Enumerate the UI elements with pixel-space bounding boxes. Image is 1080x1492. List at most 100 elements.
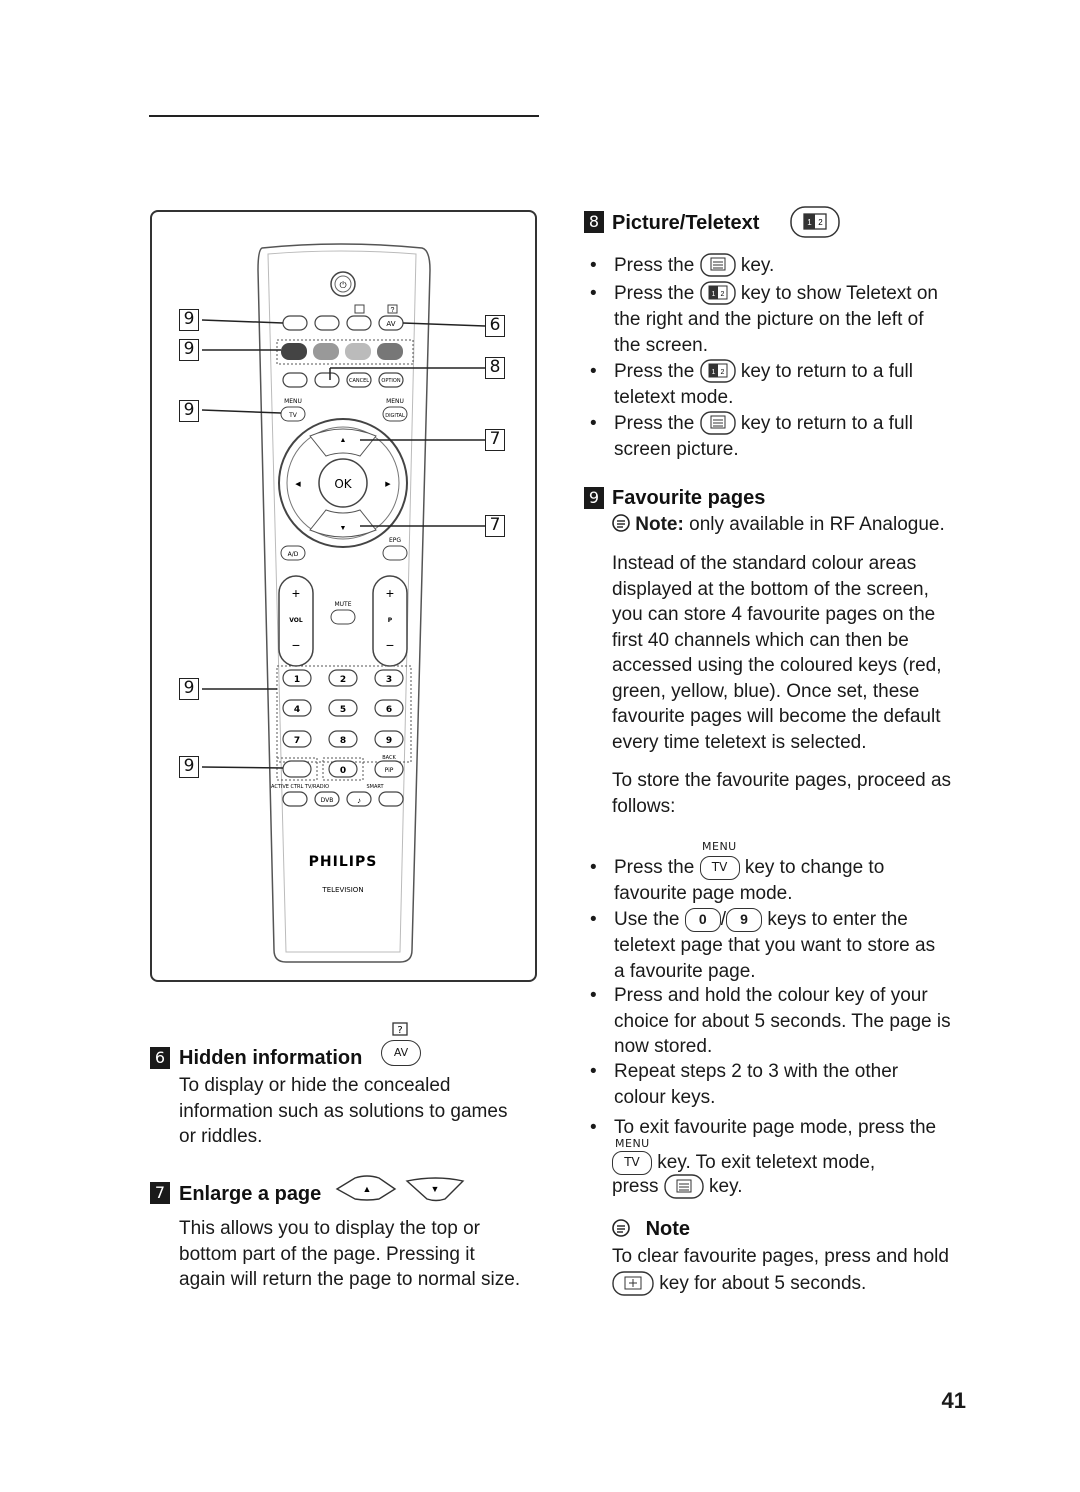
note-label: Note: [635,514,684,535]
bullet-text: key to change to [744,857,885,878]
note-title: Note [645,1218,691,1240]
callout-7-a: 7 [485,429,505,451]
section-8-title: Picture/Teletext [612,212,760,234]
svg-text:7: 7 [294,736,300,746]
svg-text:1: 1 [711,369,715,376]
svg-text:▶: ▶ [385,481,391,488]
svg-text:−: − [386,637,394,653]
svg-text:EPG: EPG [389,537,401,544]
paragraph-line: first 40 channels which can then be [612,629,909,651]
tv-key-icon: TV [699,855,740,880]
tv-key-icon: TV [612,1150,652,1175]
bullet-text: Repeat steps 2 to 3 with the other [614,1061,899,1082]
bullet-text: colour keys. [614,1086,716,1108]
bullet-text: Press the [614,857,695,878]
bullet-text: key. To exit teletext mode, [657,1152,876,1173]
section-9-note: Note: only available in RF Analogue. [612,512,945,538]
svg-text:8: 8 [340,736,346,746]
bullet-text: Press the [614,361,695,383]
svg-text:VOL: VOL [289,617,303,624]
section-6-body: To display or hide the concealed informa… [179,1073,507,1150]
svg-text:DIGITAL: DIGITAL [385,413,405,419]
bullet-text: the right and the picture on the left of [614,309,924,330]
svg-text:TV: TV [288,412,298,419]
svg-text:⏻: ⏻ [339,280,346,291]
svg-text:1: 1 [294,675,300,685]
svg-text:CANCEL: CANCEL [349,378,369,384]
section-6-number: 6 [150,1047,170,1069]
teletext-key-icon [699,411,736,437]
slash: / [720,909,727,930]
svg-text:9: 9 [386,736,392,746]
paragraph-line: Instead of the standard colour areas [612,553,917,574]
top-rule [149,115,539,117]
note-line-1: To clear favourite pages, press and hold [612,1246,949,1267]
note-line-2: key for about 5 seconds. [612,1271,866,1297]
section-7-line: again will return the page to normal siz… [179,1269,521,1290]
paragraph-line: green, yellow, blue). Once set, these [612,680,920,702]
callout-9-a: 9 [179,309,199,331]
paragraph-line: you can store 4 favourite pages on the [612,604,936,625]
svg-text:MENU: MENU [284,398,302,405]
svg-text:OK: OK [334,477,352,491]
section-9-para-2: To store the favourite pages, proceed as… [612,768,951,819]
bullet-text: Use the [614,909,680,930]
svg-text:BACK: BACK [382,755,396,761]
svg-text:2: 2 [340,675,346,685]
svg-text:+: + [292,585,300,601]
section-6-line: information such as solutions to games [179,1100,508,1122]
bullet-text: keys to enter the [767,909,908,930]
section-7-line: bottom part of the page. Pressing it [179,1243,475,1265]
section-6-line: or riddles. [179,1126,263,1147]
exit-line: TV key. To exit teletext mode, [612,1150,875,1176]
bullet-text: a favourite page. [614,960,756,982]
section-6-title: Hidden information [179,1047,363,1069]
svg-text:6: 6 [386,705,392,715]
svg-text:2: 2 [720,291,724,298]
svg-text:P: P [388,617,393,624]
bullet-text: teletext page that you want to store as [614,935,936,956]
remote-control-illustration: ⏻ ? AV CANCEL OPTION MENU MENU TV DIGITA… [201,243,486,963]
callout-8: 8 [485,357,505,379]
svg-text:A/D: A/D [288,551,299,558]
page-number: 41 [941,1388,966,1413]
svg-text:MENU: MENU [386,398,404,405]
bullet-text: key for about 5 seconds. [659,1273,867,1295]
bullet-text: now stored. [614,1036,713,1057]
split-screen-key-icon: 1 2 [790,206,840,238]
svg-text:1: 1 [807,218,812,227]
section-7-line: This allows you to display the top or [179,1218,480,1239]
svg-text:+: + [386,585,394,601]
bullet-text: Press the [614,283,695,305]
svg-text:MUTE: MUTE [334,601,351,608]
svg-text:PiP: PiP [385,767,394,774]
svg-text:▲: ▲ [363,1184,372,1194]
digit-0-key-icon: 0 [684,907,721,932]
svg-text:▼: ▼ [340,525,347,532]
bullet-text: key to return to a full [740,361,913,383]
svg-text:◀: ◀ [295,481,301,488]
bullet-text: Press and hold the colour key of your [614,985,928,1006]
svg-text:5: 5 [340,705,346,715]
bullet-text: press [612,1176,659,1198]
bullet-text: Press the [614,413,695,435]
callout-9-c: 9 [179,400,199,422]
menu-label: MENU [702,840,737,853]
teletext-key-icon [699,253,736,279]
svg-text:PHILIPS: PHILIPS [309,854,378,870]
section-9-title: Favourite pages [612,487,766,509]
note-heading: Note [612,1218,690,1241]
note-icon [612,514,630,532]
bullet-text: key to return to a full [740,413,913,435]
bullet-text: the screen. [614,334,708,356]
paragraph-line: displayed at the bottom of the screen, [612,578,929,600]
paragraph-line: every time teletext is selected. [612,731,867,753]
section-6-line: To display or hide the concealed [179,1075,451,1096]
svg-text:▲: ▲ [340,437,347,444]
section-7-body: This allows you to display the top or bo… [179,1216,520,1293]
svg-text:4: 4 [294,705,300,715]
svg-text:?: ? [391,307,395,314]
help-question-icon: ? [392,1022,408,1036]
